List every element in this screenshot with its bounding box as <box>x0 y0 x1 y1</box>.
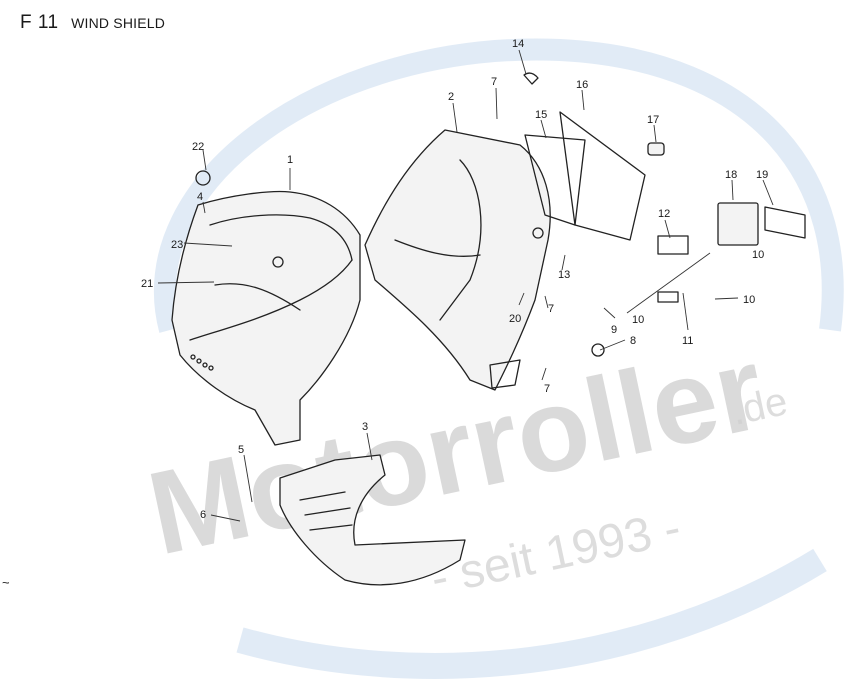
nut-part <box>591 343 605 357</box>
callout-2: 2 <box>448 91 454 103</box>
callout-22: 22 <box>192 141 204 153</box>
callout-19: 19 <box>756 169 768 181</box>
callout-15: 15 <box>535 109 547 121</box>
clip-part <box>523 72 539 85</box>
watermark-swoosh <box>153 38 844 679</box>
inner-shield-part <box>364 129 551 391</box>
electrical-box-part <box>717 202 759 246</box>
switch-part <box>647 142 665 156</box>
callout-14: 14 <box>512 38 524 50</box>
connector-part <box>764 206 806 239</box>
callout-13: 13 <box>558 269 570 281</box>
callout-labels: 1 2 3 4 5 6 7 7 7 8 9 10 10 10 11 12 13 … <box>141 38 768 521</box>
callout-11: 11 <box>682 335 693 347</box>
callout-21: 21 <box>141 278 153 290</box>
stray-mark: ~ <box>2 575 10 590</box>
lower-cover-part <box>279 454 466 586</box>
bracket-part <box>657 235 689 255</box>
callout-7-middle: 7 <box>548 303 554 315</box>
callout-10-right: 10 <box>743 294 755 306</box>
callout-10-upper: 10 <box>752 249 764 261</box>
figure-header: F 11 WIND SHIELD <box>20 12 165 34</box>
washer-part <box>532 227 544 239</box>
callout-1: 1 <box>287 154 293 166</box>
callout-16: 16 <box>576 79 588 91</box>
figure-title: WIND SHIELD <box>71 15 166 31</box>
callout-18: 18 <box>725 169 737 181</box>
callout-7-top: 7 <box>491 76 497 88</box>
callout-9: 9 <box>611 324 617 336</box>
figure-code: F 11 <box>20 12 59 33</box>
callout-4: 4 <box>197 191 203 203</box>
front-shield-part <box>171 190 361 446</box>
leader-lines <box>157 49 774 522</box>
callout-17: 17 <box>647 114 659 126</box>
callout-12: 12 <box>658 208 670 220</box>
callout-23: 23 <box>171 239 183 251</box>
watermark-tagline: - seit 1993 - <box>426 501 685 606</box>
callout-5: 5 <box>238 444 244 456</box>
plate-part <box>657 291 679 303</box>
callout-10-left: 10 <box>632 314 644 326</box>
callout-8: 8 <box>630 335 636 347</box>
callout-3: 3 <box>362 421 368 433</box>
callout-7-bottom: 7 <box>544 383 550 395</box>
cap-part <box>195 170 211 186</box>
trim-panel-part <box>559 111 646 241</box>
callout-20: 20 <box>509 313 521 325</box>
callout-6: 6 <box>200 509 206 521</box>
grommet-part <box>272 256 284 268</box>
